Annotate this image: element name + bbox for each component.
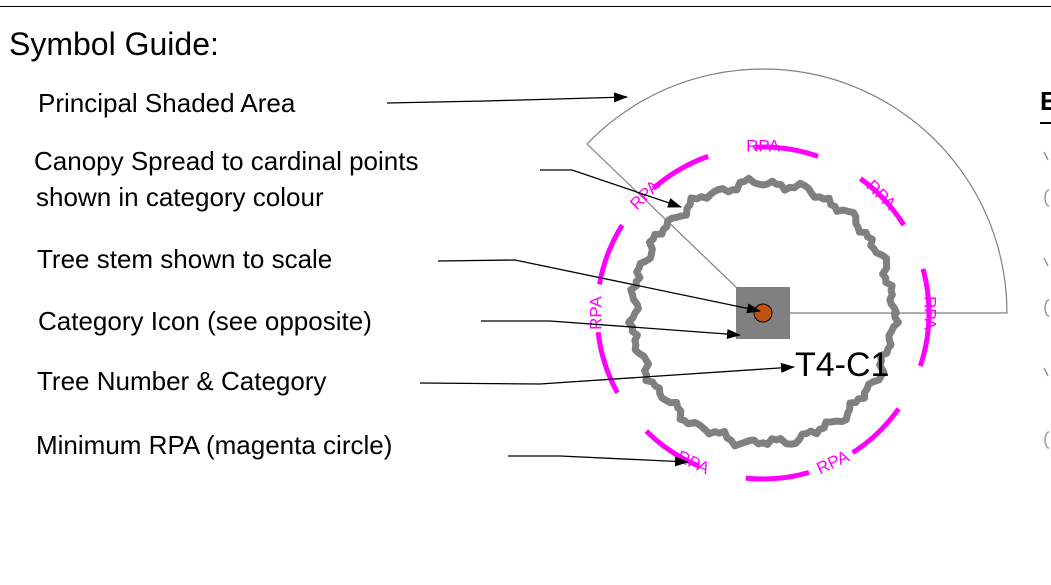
label-canopy-colour: shown in category colour xyxy=(36,182,324,212)
rpa-label: RPA xyxy=(746,136,780,155)
leader-category-icon xyxy=(481,320,741,340)
partial-heading-letter: E xyxy=(1040,86,1051,116)
rpa-label: RPA xyxy=(921,296,940,330)
rpa-label: RPA xyxy=(674,447,713,479)
principal-shaded-area xyxy=(586,68,1008,314)
page-title: Symbol Guide: xyxy=(9,26,219,62)
rpa-circle xyxy=(594,144,932,482)
tree-stem xyxy=(753,303,773,323)
tree-number: T4-C1 xyxy=(795,346,889,384)
leader-rpa xyxy=(508,455,689,467)
label-category-icon: Category Icon (see opposite) xyxy=(38,306,372,336)
leader-stem xyxy=(437,259,761,314)
label-principal-shaded-area: Principal Shaded Area xyxy=(38,88,296,118)
label-minimum-rpa: Minimum RPA (magenta circle) xyxy=(36,430,393,460)
leader-canopy xyxy=(540,169,682,208)
partial-edge-marks xyxy=(1043,151,1050,449)
leader-principal xyxy=(386,92,628,104)
rpa-label: RPA xyxy=(813,446,852,478)
canopy-spread xyxy=(625,174,902,450)
label-tree-stem: Tree stem shown to scale xyxy=(37,244,333,274)
rpa-label: RPA xyxy=(586,295,605,329)
label-canopy-spread: Canopy Spread to cardinal points xyxy=(34,146,419,176)
top-border xyxy=(0,6,1051,7)
label-tree-number: Tree Number & Category xyxy=(37,366,327,396)
leader-tree-number xyxy=(419,362,795,385)
